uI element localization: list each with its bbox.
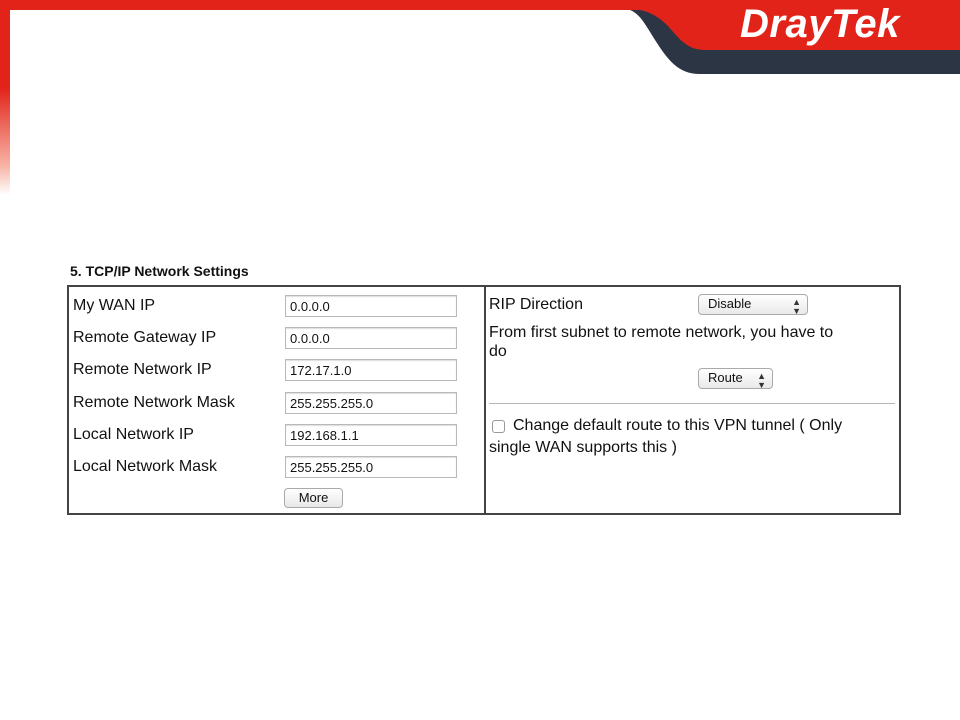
more-button[interactable]: More (284, 488, 343, 508)
route-mode-value: Route (708, 370, 743, 385)
local-network-ip-input[interactable]: 192.168.1.1 (285, 424, 457, 446)
routing-settings: RIP Direction Disable ▲▼ From first subn… (486, 287, 899, 513)
remote-gateway-ip-label: Remote Gateway IP (73, 329, 217, 346)
rip-direction-value: Disable (708, 296, 752, 311)
local-network-ip-label: Local Network IP (73, 426, 194, 443)
remote-network-ip-row: Remote Network IP 172.17.1.0 (73, 357, 483, 383)
default-route-checkbox[interactable] (492, 420, 505, 433)
section-title: 5. TCP/IP Network Settings (70, 263, 249, 279)
header-red-bar (0, 0, 960, 10)
subnet-route-text-line2: do (489, 343, 507, 360)
remote-network-mask-input[interactable]: 255.255.255.0 (285, 392, 457, 414)
remote-network-mask-row: Remote Network Mask 255.255.255.0 (73, 390, 483, 416)
header-swoosh (625, 8, 960, 74)
local-network-mask-row: Local Network Mask 255.255.255.0 (73, 454, 483, 480)
subnet-route-text-line1: From first subnet to remote network, you… (489, 324, 834, 341)
local-network-mask-label: Local Network Mask (73, 458, 218, 475)
remote-network-ip-label: Remote Network IP (73, 361, 212, 378)
my-wan-ip-label: My WAN IP (73, 297, 156, 314)
select-arrows-icon: ▲▼ (792, 297, 801, 316)
default-route-label-line1: Change default route to this VPN tunnel … (513, 417, 843, 434)
rip-direction-select[interactable]: Disable ▲▼ (698, 294, 808, 316)
local-network-mask-input[interactable]: 255.255.255.0 (285, 456, 457, 478)
address-settings: My WAN IP 0.0.0.0 Remote Gateway IP 0.0.… (69, 287, 486, 513)
left-accent-strip (0, 0, 10, 195)
local-network-ip-row: Local Network IP 192.168.1.1 (73, 422, 483, 448)
tcpip-settings-panel: My WAN IP 0.0.0.0 Remote Gateway IP 0.0.… (67, 285, 901, 515)
route-mode-select[interactable]: Route ▲▼ (698, 368, 773, 390)
remote-network-ip-input[interactable]: 172.17.1.0 (285, 359, 457, 381)
remote-network-mask-label: Remote Network Mask (73, 394, 235, 411)
select-arrows-icon: ▲▼ (757, 371, 766, 390)
default-route-label-line2: single WAN supports this ) (489, 439, 677, 456)
remote-gateway-ip-row: Remote Gateway IP 0.0.0.0 (73, 325, 483, 351)
rip-direction-label: RIP Direction (489, 296, 583, 313)
my-wan-ip-input[interactable]: 0.0.0.0 (285, 295, 457, 317)
remote-gateway-ip-input[interactable]: 0.0.0.0 (285, 327, 457, 349)
my-wan-ip-row: My WAN IP 0.0.0.0 (73, 293, 483, 319)
section-divider (489, 403, 895, 404)
draytek-logo: DrayTek (740, 2, 900, 46)
